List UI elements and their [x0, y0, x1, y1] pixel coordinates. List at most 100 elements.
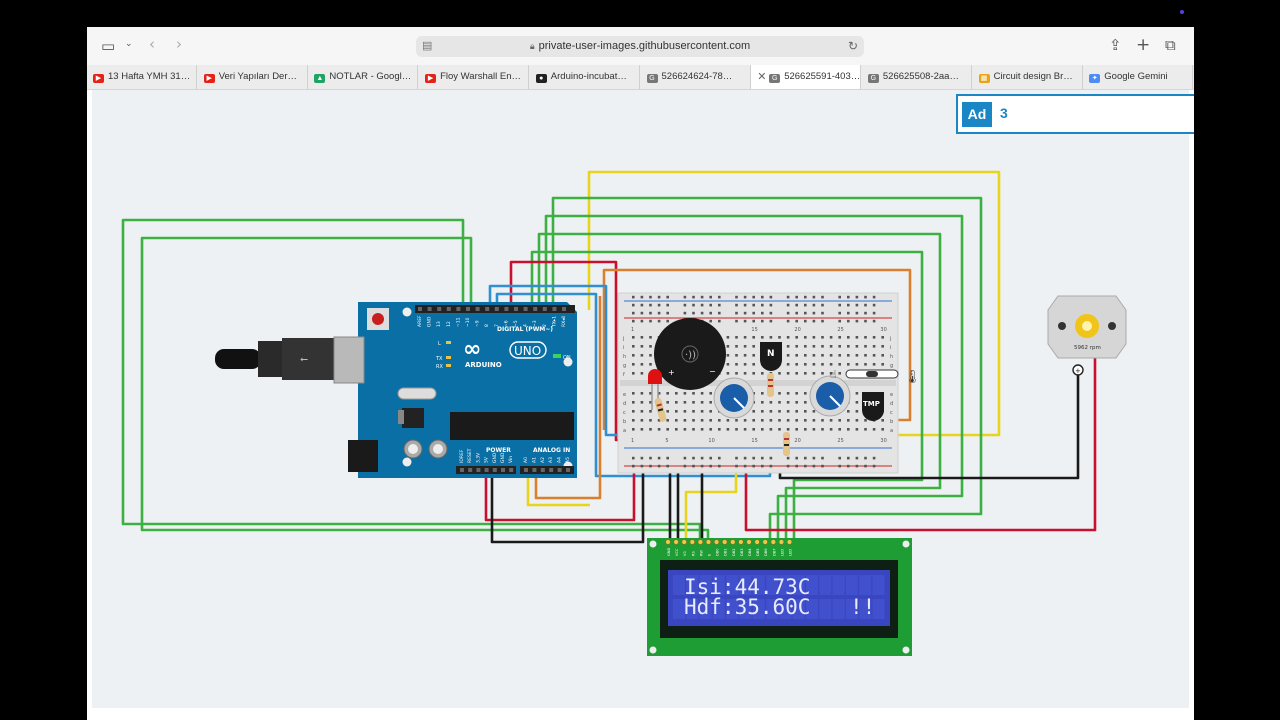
breadboard-hole[interactable] [743, 336, 747, 339]
breadboard-hole[interactable] [855, 428, 859, 431]
breadboard-hole[interactable] [743, 311, 747, 315]
breadboard-hole[interactable] [812, 295, 816, 299]
breadboard-hole[interactable] [855, 392, 859, 395]
forward-button[interactable]: › [176, 35, 182, 53]
breadboard-hole[interactable] [847, 295, 850, 299]
breadboard-hole[interactable] [838, 295, 841, 299]
breadboard-hole[interactable] [855, 354, 859, 357]
breadboard-hole[interactable] [649, 401, 652, 404]
breadboard-hole[interactable] [692, 464, 695, 468]
breadboard-hole[interactable] [838, 456, 841, 460]
breadboard-hole[interactable] [821, 363, 824, 366]
breadboard-hole[interactable] [649, 295, 652, 299]
breadboard-hole[interactable] [829, 354, 833, 357]
breadboard-hole[interactable] [709, 456, 712, 460]
breadboard-hole[interactable] [640, 363, 644, 366]
breadboard-hole[interactable] [804, 303, 807, 307]
breadboard-hole[interactable] [821, 428, 824, 431]
tab-3[interactable]: ▲NOTLAR - Googl… [308, 65, 419, 89]
breadboard-hole[interactable] [692, 295, 695, 299]
breadboard-hole[interactable] [683, 419, 687, 422]
breadboard-hole[interactable] [692, 401, 695, 404]
breadboard-hole[interactable] [769, 303, 773, 307]
breadboard-hole[interactable] [752, 419, 755, 422]
breadboard-hole[interactable] [649, 311, 652, 315]
breadboard-hole[interactable] [761, 295, 764, 299]
breadboard-hole[interactable] [855, 311, 859, 315]
breadboard-hole[interactable] [709, 303, 712, 307]
header-pin[interactable] [542, 307, 547, 311]
breadboard-hole[interactable] [778, 392, 781, 395]
breadboard-hole[interactable] [855, 303, 859, 307]
breadboard-hole[interactable] [735, 419, 738, 422]
breadboard-hole[interactable] [700, 401, 704, 404]
breadboard-hole[interactable] [761, 419, 764, 422]
breadboard-hole[interactable] [666, 456, 669, 460]
header-pin[interactable] [468, 468, 473, 472]
breadboard-hole[interactable] [735, 354, 738, 357]
breadboard-hole[interactable] [881, 428, 884, 431]
breadboard-hole[interactable] [786, 464, 790, 468]
breadboard-hole[interactable] [804, 410, 807, 413]
breadboard-hole[interactable] [657, 428, 661, 431]
breadboard-hole[interactable] [709, 410, 712, 413]
header-pin[interactable] [540, 468, 545, 472]
breadboard-hole[interactable] [700, 410, 704, 413]
breadboard-hole[interactable] [649, 419, 652, 422]
back-button[interactable]: ‹ [149, 35, 155, 53]
breadboard-hole[interactable] [829, 428, 833, 431]
breadboard-hole[interactable] [847, 456, 850, 460]
breadboard-hole[interactable] [847, 336, 850, 339]
breadboard-hole[interactable] [864, 419, 867, 422]
breadboard-hole[interactable] [804, 336, 807, 339]
breadboard-hole[interactable] [821, 419, 824, 422]
lcd-pin[interactable] [713, 539, 720, 545]
breadboard-hole[interactable] [709, 311, 712, 315]
breadboard-hole[interactable] [735, 456, 738, 460]
resistor[interactable] [767, 373, 774, 397]
breadboard-hole[interactable] [657, 419, 661, 422]
lcd-pin[interactable] [770, 539, 776, 545]
lcd-pin[interactable] [730, 539, 736, 545]
header-pin[interactable] [476, 468, 481, 472]
breadboard-hole[interactable] [743, 295, 747, 299]
breadboard-hole[interactable] [632, 419, 635, 422]
breadboard-hole[interactable] [657, 295, 661, 299]
breadboard-hole[interactable] [752, 456, 755, 460]
breadboard-hole[interactable] [735, 311, 738, 315]
breadboard-hole[interactable] [786, 295, 790, 299]
breadboard-hole[interactable] [640, 336, 644, 339]
breadboard-hole[interactable] [812, 464, 816, 468]
header-pin[interactable] [418, 307, 422, 311]
breadboard-hole[interactable] [666, 392, 669, 395]
breadboard-hole[interactable] [812, 363, 816, 366]
breadboard-hole[interactable] [683, 428, 687, 431]
breadboard-hole[interactable] [752, 363, 755, 366]
share-icon[interactable]: ⇪ [1109, 36, 1122, 54]
breadboard-hole[interactable] [786, 428, 790, 431]
breadboard-hole[interactable] [872, 354, 876, 357]
breadboard-hole[interactable] [786, 336, 790, 339]
breadboard-hole[interactable] [675, 410, 678, 413]
breadboard-hole[interactable] [795, 363, 798, 366]
breadboard-hole[interactable] [769, 319, 773, 323]
npn-transistor[interactable]: N [760, 342, 782, 371]
breadboard-hole[interactable] [804, 345, 807, 348]
breadboard-hole[interactable] [632, 372, 635, 375]
breadboard-hole[interactable] [812, 456, 816, 460]
breadboard-hole[interactable] [847, 319, 850, 323]
breadboard-hole[interactable] [795, 392, 798, 395]
breadboard-hole[interactable] [675, 392, 678, 395]
breadboard-hole[interactable] [795, 295, 798, 299]
breadboard-hole[interactable] [718, 311, 721, 315]
breadboard-hole[interactable] [632, 311, 635, 315]
breadboard-hole[interactable] [718, 419, 721, 422]
breadboard-hole[interactable] [804, 311, 807, 315]
breadboard-hole[interactable] [821, 354, 824, 357]
breadboard-hole[interactable] [855, 401, 859, 404]
breadboard-hole[interactable] [640, 345, 644, 348]
breadboard-hole[interactable] [812, 336, 816, 339]
breadboard-hole[interactable] [769, 456, 773, 460]
breadboard-hole[interactable] [838, 419, 841, 422]
breadboard-hole[interactable] [847, 345, 850, 348]
